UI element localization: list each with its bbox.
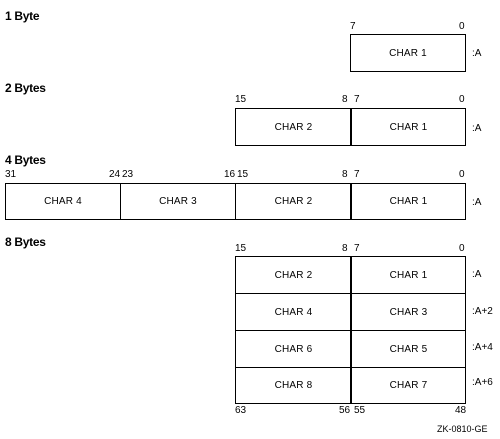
bit-label: 56 xyxy=(339,405,351,416)
section-title-4-bytes: 4 Bytes xyxy=(5,153,46,167)
char-cell: CHAR 2 xyxy=(235,183,352,220)
bit-label: 31 xyxy=(5,169,17,180)
char-cell: CHAR 6 xyxy=(235,330,352,368)
bit-label: 63 xyxy=(235,405,247,416)
bit-label: 0 xyxy=(459,243,465,254)
byte-divider xyxy=(350,256,352,404)
char-cell: CHAR 1 xyxy=(351,108,466,146)
bit-label: 7 xyxy=(354,243,360,254)
bit-label: 7 xyxy=(350,21,356,32)
char-cell: CHAR 4 xyxy=(235,293,352,331)
bit-label: 24 xyxy=(109,169,121,180)
bit-label: 8 xyxy=(342,94,348,105)
bit-label: 8 xyxy=(342,169,348,180)
char-cell: CHAR 8 xyxy=(235,367,352,404)
char-cell: CHAR 2 xyxy=(235,256,352,294)
char-cell: CHAR 3 xyxy=(351,293,466,331)
bit-label: 15 xyxy=(237,169,249,180)
section-title-2-bytes: 2 Bytes xyxy=(5,81,46,95)
char-cell: CHAR 1 xyxy=(351,183,466,220)
char-cell: CHAR 5 xyxy=(351,330,466,368)
bit-label: 0 xyxy=(459,94,465,105)
char-cell: CHAR 1 xyxy=(351,256,466,294)
figure-id: ZK-0810-GE xyxy=(437,424,488,434)
bit-label: 15 xyxy=(235,94,247,105)
bit-label: 7 xyxy=(354,169,360,180)
bit-label: 48 xyxy=(455,405,467,416)
bit-label: 8 xyxy=(342,243,348,254)
address-label: :A xyxy=(472,48,482,59)
bit-label: 55 xyxy=(354,405,366,416)
section-title-8-bytes: 8 Bytes xyxy=(5,235,46,249)
bit-label: 7 xyxy=(354,94,360,105)
section-title-1-byte: 1 Byte xyxy=(5,9,40,23)
char-cell: CHAR 4 xyxy=(5,183,121,220)
char-cell: CHAR 2 xyxy=(235,108,352,146)
address-label: :A xyxy=(472,123,482,134)
bit-label: 23 xyxy=(122,169,134,180)
char-cell: CHAR 1 xyxy=(350,34,466,72)
byte-divider xyxy=(350,108,352,146)
char-cell: CHAR 7 xyxy=(351,367,466,404)
bit-label: 0 xyxy=(459,21,465,32)
bit-label: 16 xyxy=(224,169,236,180)
char-cell: CHAR 3 xyxy=(120,183,236,220)
bit-label: 0 xyxy=(459,169,465,180)
address-label: :A xyxy=(472,269,482,280)
address-label: :A xyxy=(472,197,482,208)
bit-label: 15 xyxy=(235,243,247,254)
address-label: :A+2 xyxy=(472,306,493,317)
address-label: :A+4 xyxy=(472,342,493,353)
byte-divider xyxy=(350,183,352,220)
address-label: :A+6 xyxy=(472,377,493,388)
